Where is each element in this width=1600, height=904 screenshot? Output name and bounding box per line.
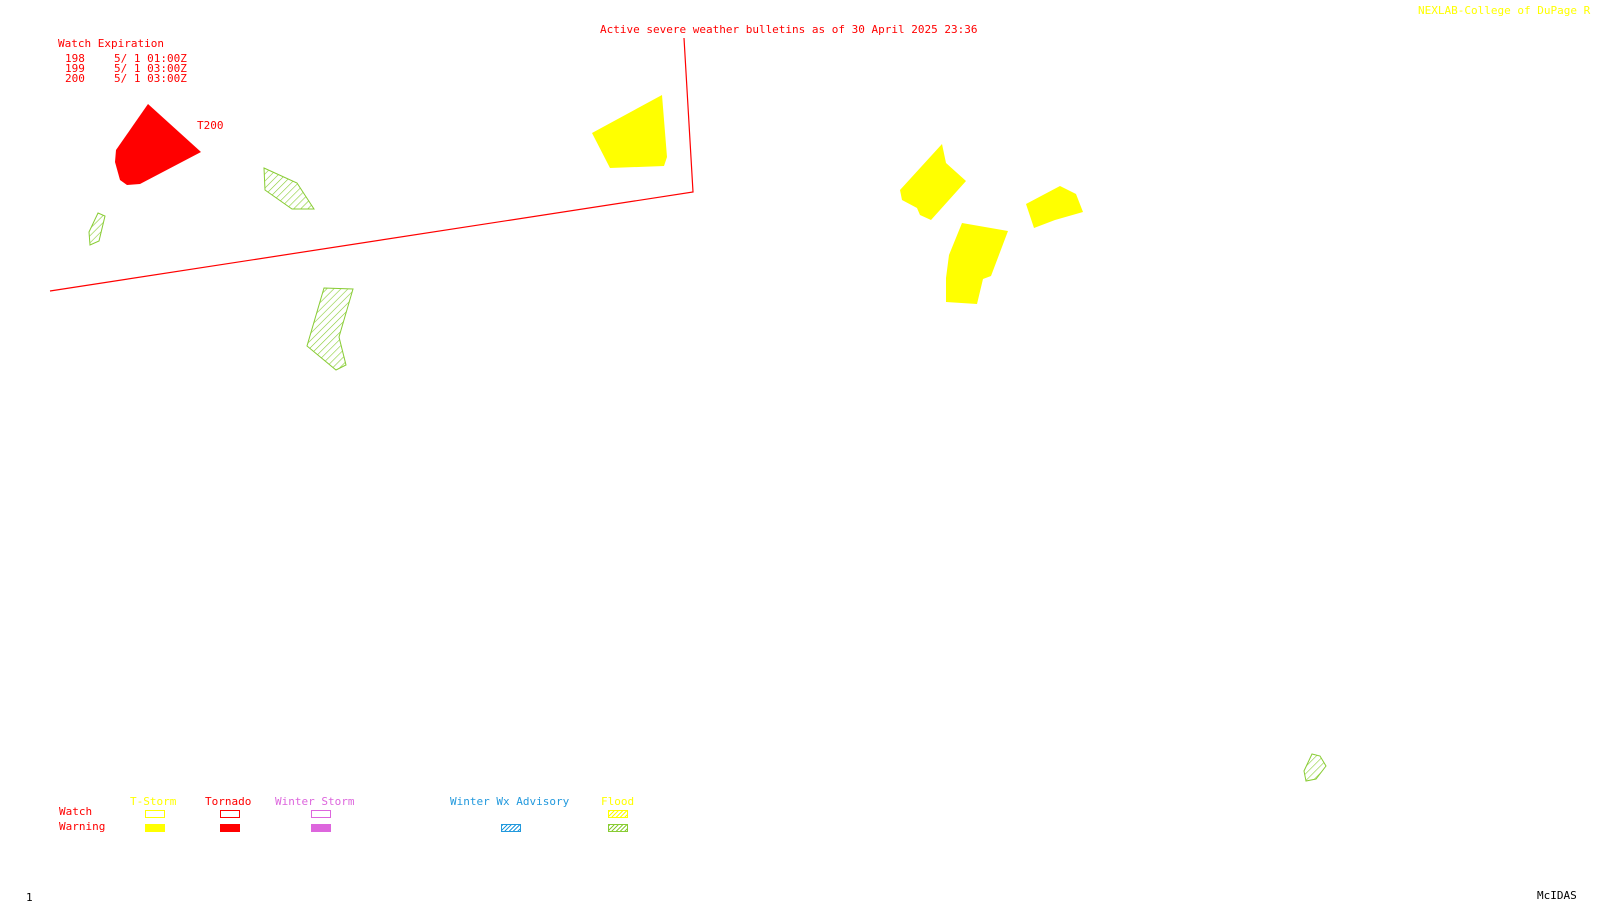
- legend-flood-watch-swatch: [608, 810, 628, 818]
- frame-number: 1: [26, 891, 33, 904]
- legend-winter-storm-label: Winter Storm: [275, 795, 355, 808]
- software-label: McIDAS: [1537, 889, 1577, 902]
- flood-warning-polygon: [306, 287, 354, 371]
- tstorm-warning-polygon: [946, 223, 1008, 304]
- watch-expiration-title: Watch Expiration: [58, 37, 164, 50]
- tornado-watch-boundary: [49, 37, 694, 292]
- watch-row-id: 199: [65, 62, 85, 75]
- legend-winter-storm-warning-swatch: [311, 824, 331, 832]
- legend-tstorm-label: T-Storm: [130, 795, 177, 808]
- tstorm-warning-polygon: [592, 95, 667, 168]
- legend-tstorm-warning-swatch: [145, 824, 165, 832]
- watch-row-expires: 5/ 1 03:00Z: [114, 72, 187, 85]
- legend-row-warning-label: Warning: [59, 820, 106, 833]
- tstorm-warning-polygon: [900, 144, 966, 220]
- flood-warning-polygon: [263, 167, 315, 210]
- watch-row-id: 200: [65, 72, 85, 85]
- tstorm-warning-polygon: [1026, 186, 1083, 228]
- legend-winter-wx-advisory-warning-swatch: [501, 824, 521, 832]
- source-label: NEXLAB-College of DuPage R: [1418, 4, 1591, 17]
- legend-flood-label: Flood: [601, 795, 635, 808]
- legend-winter-wx-advisory-label: Winter Wx Advisory: [450, 795, 570, 808]
- bulletin-title: Active severe weather bulletins as of 30…: [600, 23, 978, 36]
- legend-flood-warning-swatch: [608, 824, 628, 832]
- watch-row-expires: 5/ 1 03:00Z: [114, 62, 187, 75]
- watch-row-expires: 5/ 1 01:00Z: [114, 52, 187, 65]
- legend-tornado-label: Tornado: [205, 795, 252, 808]
- flood-warning-polygon: [88, 212, 106, 246]
- legend-tornado-warning-swatch: [220, 824, 240, 832]
- tornado-watch-label: T200: [197, 119, 224, 132]
- legend-winter-storm-watch-swatch: [311, 810, 331, 818]
- legend-tornado-watch-swatch: [220, 810, 240, 818]
- legend-row-watch-label: Watch: [59, 805, 93, 818]
- watch-row-id: 198: [65, 52, 85, 65]
- legend-tstorm-watch-swatch: [145, 810, 165, 818]
- tornado-warning-polygon: [115, 104, 201, 185]
- flood-warning-polygon: [1303, 753, 1327, 782]
